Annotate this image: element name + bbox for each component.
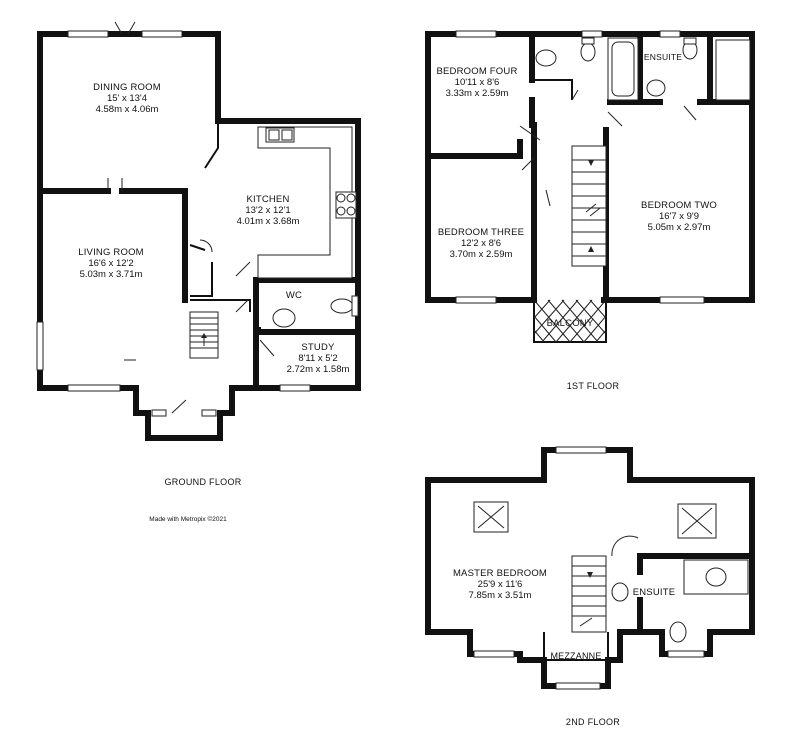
- room-size-metric: 5.03m x 3.71m: [79, 269, 143, 280]
- room-name: MEZZANNE: [550, 651, 602, 661]
- credit-text: Made with Metropix ©2021: [149, 516, 227, 523]
- room-label-living-room: LIVING ROOM 16'6 x 12'2 5.03m x 3.71m: [78, 247, 144, 280]
- first-floor-plan: [425, 30, 755, 343]
- room-size-imperial: 10'11 x 8'6: [454, 77, 500, 88]
- room-label-kitchen: KITCHEN 13'2 x 12'1 4.01m x 3.68m: [237, 194, 300, 227]
- room-label-bedroom-two: BEDROOM TWO 16'7 x 9'9 5.05m x 2.97m: [641, 200, 717, 233]
- room-name: STUDY: [301, 342, 335, 353]
- room-label-bedroom-three: BEDROOM THREE 12'2 x 8'6 3.70m x 2.59m: [438, 227, 524, 260]
- second-floor-plan: [425, 446, 755, 690]
- room-label-balcony: BALCONY: [547, 318, 594, 329]
- room-label-wc: WC: [286, 290, 302, 301]
- room-name: ENSUITE: [643, 52, 683, 62]
- room-size-imperial: 8'11 x 5'2: [298, 353, 338, 364]
- room-name: BEDROOM THREE: [437, 227, 525, 238]
- room-label-master-bedroom: MASTER BEDROOM 25'9 x 11'6 7.85m x 3.51m: [453, 568, 547, 601]
- room-size-metric: 5.05m x 2.97m: [647, 222, 711, 233]
- room-name: LIVING ROOM: [78, 247, 144, 258]
- room-size-imperial: 16'6 x 12'2: [88, 258, 134, 269]
- floor-caption-second: 2ND FLOOR: [565, 717, 621, 727]
- room-name: DINING ROOM: [93, 82, 161, 93]
- floor-caption-first: 1ST FLOOR: [566, 381, 620, 391]
- room-name: BEDROOM TWO: [641, 200, 717, 211]
- room-label-ensuite-first: ENSUITE: [644, 52, 682, 63]
- room-name: BEDROOM FOUR: [436, 66, 518, 77]
- room-size-metric: 4.01m x 3.68m: [236, 216, 300, 227]
- room-label-study: STUDY 8'11 x 5'2 2.72m x 1.58m: [287, 342, 350, 375]
- room-label-ensuite-second: ENSUITE: [633, 587, 676, 598]
- room-size-metric: 4.58m x 4.06m: [95, 104, 159, 115]
- room-name: WC: [285, 290, 303, 301]
- room-size-imperial: 16'7 x 9'9: [658, 211, 700, 222]
- room-size-metric: 2.72m x 1.58m: [286, 364, 350, 375]
- ground-floor-plan: [36, 21, 361, 441]
- room-size-metric: 7.85m x 3.51m: [468, 590, 532, 601]
- room-size-metric: 3.33m x 2.59m: [445, 88, 509, 99]
- room-size-imperial: 15' x 13'4: [106, 93, 148, 104]
- room-name: MASTER BEDROOM: [452, 568, 548, 579]
- room-name: KITCHEN: [246, 194, 290, 205]
- room-size-imperial: 25'9 x 11'6: [477, 579, 523, 590]
- room-name: BALCONY: [546, 318, 594, 329]
- room-label-bedroom-four: BEDROOM FOUR 10'11 x 8'6 3.33m x 2.59m: [436, 66, 517, 99]
- room-label-mezzanine: MEZZANNE: [550, 651, 601, 662]
- room-size-metric: 3.70m x 2.59m: [449, 249, 513, 260]
- room-size-imperial: 13'2 x 12'1: [245, 205, 291, 216]
- floor-caption-ground: GROUND FLOOR: [164, 477, 242, 487]
- room-name: ENSUITE: [632, 587, 676, 598]
- room-label-dining-room: DINING ROOM 15' x 13'4 4.58m x 4.06m: [93, 82, 161, 115]
- room-size-imperial: 12'2 x 8'6: [460, 238, 502, 249]
